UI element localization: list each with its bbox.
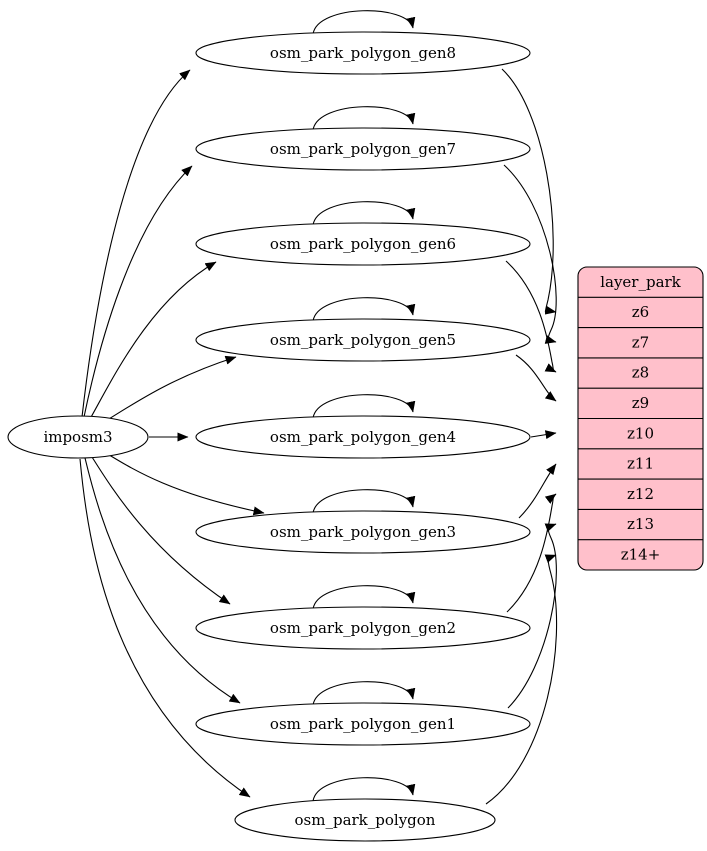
node-osm-park-polygon-gen6[interactable]: osm_park_polygon_gen6	[195, 222, 531, 266]
node-gen3-shape	[195, 510, 531, 554]
edge-gen2-to-z12	[506, 493, 557, 613]
record-row-z13[interactable]: z13	[627, 515, 654, 533]
edge-imposm3-to-base	[79, 458, 251, 798]
node-osm-park-polygon-gen1[interactable]: osm_park_polygon_gen1	[195, 702, 531, 746]
record-row-z9[interactable]: z9	[632, 394, 649, 412]
node-gen3-label: osm_park_polygon_gen3	[270, 523, 456, 541]
record-row-z12[interactable]: z12	[627, 485, 654, 503]
edge-gen6-to-z8	[505, 260, 557, 373]
edge-gen1-self-loop	[312, 681, 416, 706]
edge-gen7-to-z7	[503, 164, 557, 344]
node-osm-park-polygon-gen5[interactable]: osm_park_polygon_gen5	[195, 318, 531, 362]
record-row-separators	[578, 296, 703, 541]
record-row-z6[interactable]: z6	[632, 303, 649, 321]
edge-group-source-to-nodes	[79, 69, 265, 798]
edge-gen2-self-loop	[312, 585, 416, 610]
node-gen7-label: osm_park_polygon_gen7	[270, 140, 456, 158]
edge-gen4-self-loop	[312, 394, 416, 419]
edge-gen6-self-loop	[312, 201, 416, 226]
edge-gen5-self-loop	[312, 297, 416, 322]
node-osm-park-polygon-gen8[interactable]: osm_park_polygon_gen8	[195, 31, 531, 75]
edge-group-self-loops	[312, 10, 416, 802]
edge-imposm3-to-gen3	[105, 452, 265, 516]
node-osm-park-polygon-gen7[interactable]: osm_park_polygon_gen7	[195, 127, 531, 171]
edge-gen7-self-loop	[312, 106, 416, 131]
record-row-z14-plus[interactable]: z14+	[621, 546, 661, 564]
record-row-z11[interactable]: z11	[627, 455, 654, 473]
node-gen6-shape	[195, 222, 531, 266]
node-imposm3-shape	[7, 415, 149, 459]
node-gen1-shape	[195, 702, 531, 746]
record-row-z8[interactable]: z8	[632, 364, 649, 382]
node-gen1-label: osm_park_polygon_gen1	[270, 715, 456, 733]
node-gen6-label: osm_park_polygon_gen6	[270, 235, 456, 253]
node-osm-park-polygon-gen4[interactable]: osm_park_polygon_gen4	[195, 415, 531, 459]
node-gen2-shape	[195, 606, 531, 650]
node-gen2-label: osm_park_polygon_gen2	[270, 619, 456, 637]
node-gen4-shape	[195, 415, 531, 459]
edge-imposm3-to-gen8	[81, 69, 191, 418]
edge-gen4-to-z10	[530, 430, 557, 440]
node-base-shape	[234, 798, 496, 842]
node-gen4-label: osm_park_polygon_gen4	[270, 428, 456, 446]
node-osm-park-polygon[interactable]: osm_park_polygon	[234, 798, 496, 842]
node-gen8-label: osm_park_polygon_gen8	[270, 44, 456, 62]
record-row-z7[interactable]: z7	[632, 333, 649, 351]
node-imposm3[interactable]: imposm3	[7, 415, 149, 459]
edge-gen8-to-z6	[501, 68, 557, 315]
record-header-label: layer_park	[600, 273, 681, 291]
edge-base-to-z14plus	[485, 554, 558, 805]
edge-base-self-loop	[312, 777, 416, 802]
node-gen8-shape	[195, 31, 531, 75]
edge-imposm3-to-gen2	[91, 456, 231, 605]
node-base-label: osm_park_polygon	[295, 811, 436, 829]
edge-gen5-to-z9	[515, 354, 557, 402]
edge-group-nodes-to-record	[485, 68, 558, 805]
edge-gen3-self-loop	[312, 489, 416, 514]
node-gen5-shape	[195, 318, 531, 362]
edge-gen8-self-loop	[312, 10, 416, 35]
edge-gen1-to-z13	[507, 523, 557, 709]
edge-imposm3-to-gen5	[103, 355, 237, 423]
edge-imposm3-to-gen7	[83, 165, 193, 418]
node-imposm3-label: imposm3	[43, 428, 112, 446]
edge-imposm3-to-gen6	[89, 261, 217, 420]
edge-imposm3-to-gen1	[84, 457, 241, 704]
node-osm-park-polygon-gen3[interactable]: osm_park_polygon_gen3	[195, 510, 531, 554]
record-row-z10[interactable]: z10	[627, 424, 654, 442]
edge-gen3-to-z11	[518, 463, 557, 519]
node-gen5-label: osm_park_polygon_gen5	[270, 331, 456, 349]
node-gen7-shape	[195, 127, 531, 171]
record-node-layer-park[interactable]: layer_park z6 z7 z8 z9 z10 z11 z12 z13 z…	[577, 266, 704, 571]
node-osm-park-polygon-gen2[interactable]: osm_park_polygon_gen2	[195, 606, 531, 650]
